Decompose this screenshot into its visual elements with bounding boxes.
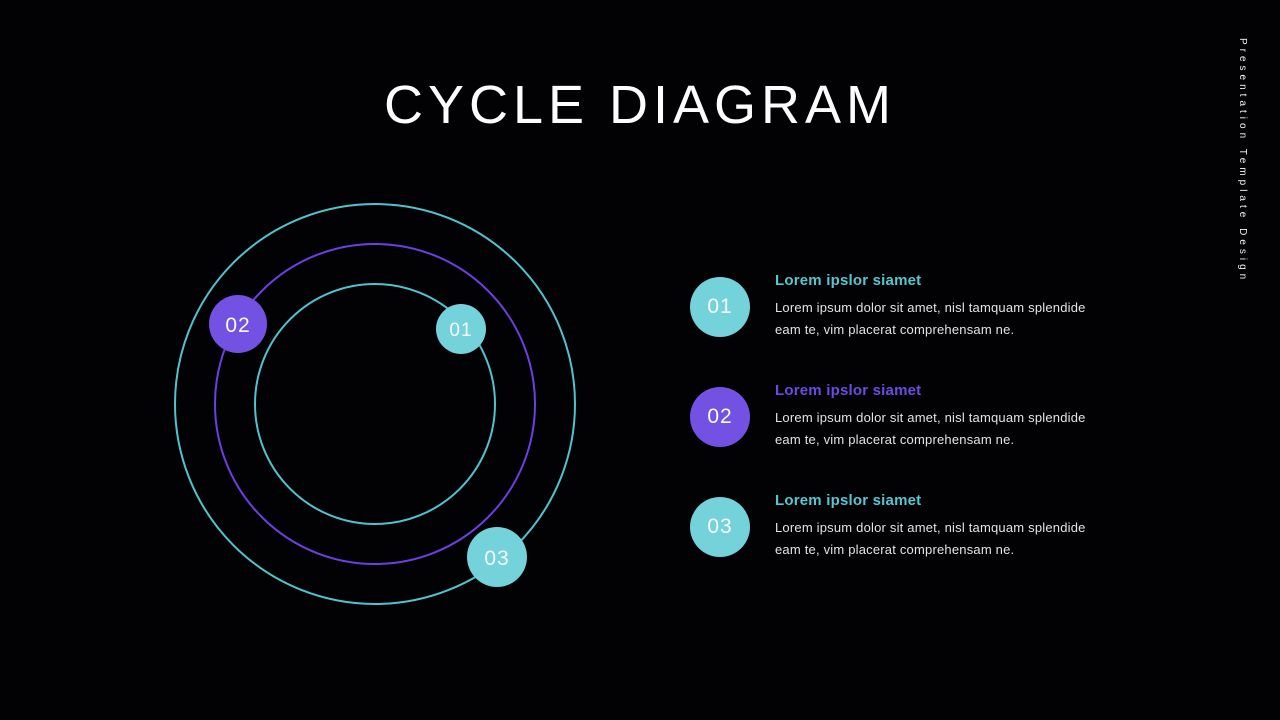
list-item-text: Lorem ipslor siamet Lorem ipsum dolor si…: [775, 492, 1105, 561]
list-item-body: Lorem ipsum dolor sit amet, nisl tamquam…: [775, 520, 1086, 557]
list-item: 01 Lorem ipslor siamet Lorem ipsum dolor…: [690, 272, 1130, 341]
cycle-diagram: 01 02 03: [155, 184, 595, 624]
list-item-heading: Lorem ipslor siamet: [775, 382, 922, 399]
list-item-heading: Lorem ipslor siamet: [775, 492, 922, 509]
list-item-heading: Lorem ipslor siamet: [775, 272, 922, 289]
middle-ring: [214, 243, 536, 565]
diagram-badge-03-circle: [467, 527, 527, 587]
list-badge-02: 02: [690, 386, 750, 447]
diagram-badge-01: 01: [436, 304, 486, 354]
legend-list: 01 Lorem ipslor siamet Lorem ipsum dolor…: [690, 272, 1130, 602]
list-badge-01: 01: [690, 276, 750, 337]
side-vertical-text: Presentation Template Design: [1237, 38, 1248, 284]
diagram-badge-01-label: 01: [449, 320, 472, 341]
list-item: 02 Lorem ipslor siamet Lorem ipsum dolor…: [690, 382, 1130, 451]
diagram-badge-03: 03: [467, 527, 527, 587]
inner-ring: [254, 283, 496, 525]
list-item-body: Lorem ipsum dolor sit amet, nisl tamquam…: [775, 300, 1086, 337]
diagram-badge-03-label: 03: [484, 547, 509, 570]
diagram-badge-02-circle: [209, 295, 267, 353]
list-item-text: Lorem ipslor siamet Lorem ipsum dolor si…: [775, 272, 1105, 341]
list-item-body: Lorem ipsum dolor sit amet, nisl tamquam…: [775, 410, 1086, 447]
diagram-badge-02: 02: [209, 295, 267, 353]
list-item: 03 Lorem ipslor siamet Lorem ipsum dolor…: [690, 492, 1130, 561]
outer-ring: [174, 203, 576, 605]
page-title: CYCLE DIAGRAM: [383, 75, 897, 135]
cycle-diagram-svg: 01 02 03: [174, 203, 576, 605]
list-badge-03: 03: [690, 496, 750, 557]
list-item-text: Lorem ipslor siamet Lorem ipsum dolor si…: [775, 382, 1105, 451]
diagram-badge-01-circle: [436, 304, 486, 354]
diagram-badge-02-label: 02: [225, 314, 250, 337]
